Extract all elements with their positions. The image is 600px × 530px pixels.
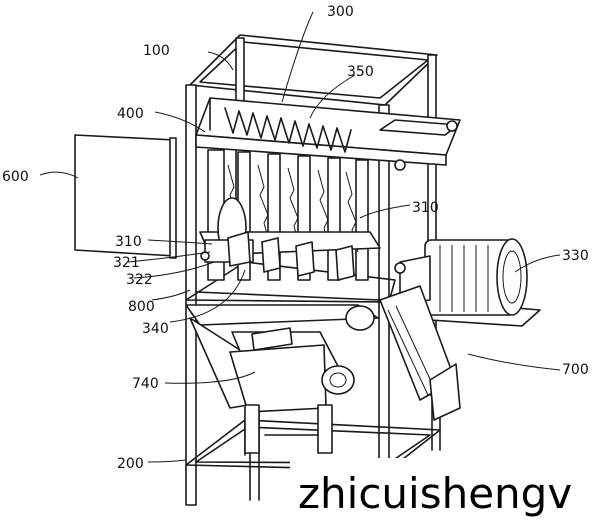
watermark-backing — [290, 458, 600, 530]
label-200: 200 — [117, 456, 144, 472]
leader-lines — [39, 11, 561, 463]
label-300: 300 — [327, 4, 354, 20]
label-340: 340 — [142, 321, 169, 337]
discharge-chute — [379, 285, 461, 421]
side-panel — [74, 134, 177, 259]
watermark-text: zhicuishengv — [298, 469, 572, 518]
label-310-right: 310 — [412, 200, 439, 216]
label-100: 100 — [143, 43, 170, 59]
label-800: 800 — [128, 299, 155, 315]
label-330: 330 — [562, 248, 589, 264]
roller-assembly — [199, 197, 381, 281]
label-310-left: 310 — [115, 234, 142, 250]
label-400: 400 — [117, 106, 144, 122]
label-321: 321 — [113, 255, 140, 271]
top-housing — [195, 97, 461, 281]
label-350: 350 — [347, 64, 374, 80]
label-600: 600 — [2, 169, 29, 185]
hopper — [185, 304, 379, 454]
label-700: 700 — [562, 362, 589, 378]
label-322: 322 — [126, 272, 153, 288]
labels: 100 300 350 400 600 310 310 321 322 800 … — [2, 4, 589, 472]
label-740: 740 — [132, 376, 159, 392]
